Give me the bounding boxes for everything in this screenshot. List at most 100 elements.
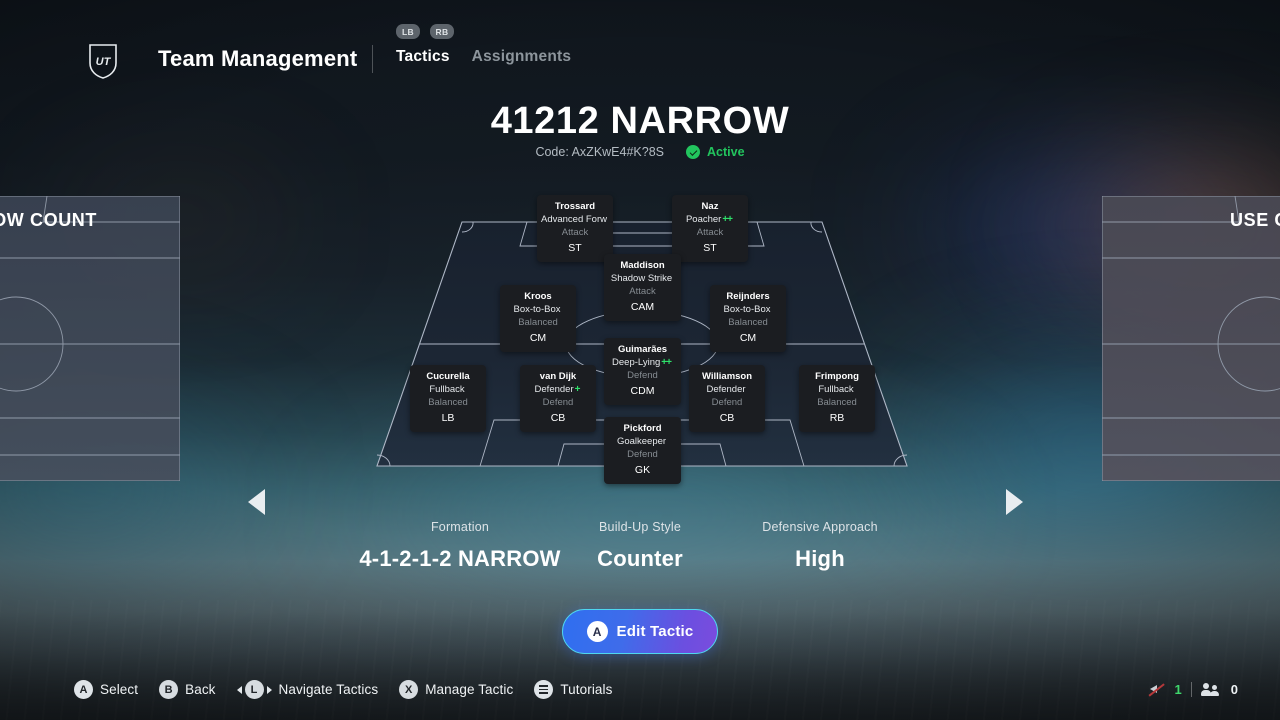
player-position: CAM xyxy=(630,301,655,313)
player-name: Pickford xyxy=(623,423,662,434)
bumper-lb-badge: LB xyxy=(396,24,420,39)
hint-manage-tactic[interactable]: X Manage Tactic xyxy=(399,680,513,699)
player-name: van Dijk xyxy=(539,371,577,382)
hint-select[interactable]: A Select xyxy=(74,680,138,699)
summary-formation: Formation 4-1-2-1-2 NARROW xyxy=(340,520,580,572)
player-role: Fullback xyxy=(818,384,854,395)
player-focus: Defend xyxy=(542,397,574,408)
player-focus: Balanced xyxy=(728,317,768,328)
status-divider xyxy=(1190,682,1192,697)
chevron-left-icon xyxy=(236,685,242,694)
summary-buildup-label: Build-Up Style xyxy=(599,520,681,534)
player-name: Williamson xyxy=(701,371,753,382)
player-name: Kroos xyxy=(524,291,552,302)
tactic-meta: Code: AxZKwE4#K?8S Active xyxy=(0,145,1280,159)
summary-buildup: Build-Up Style Counter xyxy=(540,520,740,572)
player-role: Goalkeeper xyxy=(616,436,667,447)
player-role-row: Fullback xyxy=(800,383,872,396)
check-circle-icon xyxy=(686,145,700,159)
edit-tactic-button[interactable]: A Edit Tactic xyxy=(562,609,718,654)
footer-bar: A Select B Back L Navigate Tactics X Man… xyxy=(0,664,1280,720)
nav-divider xyxy=(372,45,373,73)
svg-text:UT: UT xyxy=(96,56,112,68)
button-a-icon: A xyxy=(586,621,608,642)
button-b-icon: B xyxy=(159,680,179,699)
status-label: Active xyxy=(707,145,745,159)
player-role-row: Poacher++ xyxy=(673,213,745,226)
chevron-right-icon[interactable] xyxy=(1006,489,1023,515)
player-role: Box-to-Box xyxy=(723,304,771,315)
player-position: CDM xyxy=(630,385,655,397)
player-name: Cucurella xyxy=(426,371,470,382)
people-count: 0 xyxy=(1230,682,1238,697)
player-role: Deep-Lying xyxy=(612,357,661,368)
people-icon xyxy=(1200,682,1222,697)
tab-tactics[interactable]: Tactics xyxy=(396,48,450,65)
bumper-rb-badge: RB xyxy=(430,24,454,39)
player-name: Maddison xyxy=(620,260,665,271)
top-navigation-bar: UT Team Management LB RB Tactics Assignm… xyxy=(0,0,1280,92)
summary-defense-label: Defensive Approach xyxy=(762,520,878,534)
player-role-row: Defender+ xyxy=(521,383,593,396)
player-focus: Balanced xyxy=(428,397,468,408)
player-name: Guimarães xyxy=(617,344,668,355)
pitch-preview-next[interactable] xyxy=(1102,196,1280,481)
stick-button-icon: L xyxy=(244,680,264,699)
tactic-code: Code: AxZKwE4#K?8S xyxy=(535,145,664,159)
player-role-row: Shadow Strike xyxy=(605,272,678,285)
player-focus: Attack xyxy=(696,227,724,238)
player-role: Advanced Forw xyxy=(540,214,607,225)
button-x-icon: X xyxy=(399,680,419,699)
player-role-row: Goalkeeper xyxy=(605,435,678,448)
summary-defense-value: High xyxy=(795,546,845,571)
hint-navigate-label: Navigate Tactics xyxy=(278,682,379,697)
hint-navigate-tactics[interactable]: L Navigate Tactics xyxy=(236,680,379,699)
player-name: Reijnders xyxy=(726,291,770,302)
footer-hints: A Select B Back L Navigate Tactics X Man… xyxy=(74,680,612,699)
hint-tutorials[interactable]: Tutorials xyxy=(534,680,612,699)
player-name: Frimpong xyxy=(815,371,859,382)
player-position: GK xyxy=(634,464,651,476)
pitch-preview-previous[interactable] xyxy=(0,196,180,481)
button-a-icon: A xyxy=(74,680,93,699)
bumper-hints: LB RB xyxy=(396,24,454,39)
player-focus: Defend xyxy=(711,397,743,408)
tactic-name: 41212 NARROW xyxy=(490,100,790,142)
player-focus: Balanced xyxy=(518,317,558,328)
hint-back[interactable]: B Back xyxy=(159,680,215,699)
player-focus: Attack xyxy=(561,227,589,238)
player-position: RB xyxy=(829,412,845,424)
summary-defense: Defensive Approach High xyxy=(720,520,920,572)
footer-status: 1 0 xyxy=(1147,680,1238,699)
player-focus: Defend xyxy=(627,449,658,460)
player-focus: Defend xyxy=(627,370,658,381)
chevron-right-icon xyxy=(266,685,272,694)
player-role: Defender xyxy=(706,384,746,395)
tab-assignments[interactable]: Assignments xyxy=(471,48,572,65)
ultimate-team-crest-icon: UT xyxy=(89,44,117,79)
chevron-left-icon[interactable] xyxy=(248,489,265,515)
player-role-row: Advanced Forw xyxy=(538,213,610,226)
role-upgrade-icon: ++ xyxy=(722,214,733,225)
player-name: Naz xyxy=(701,201,719,212)
player-position: CM xyxy=(529,332,547,344)
hint-back-label: Back xyxy=(185,682,216,697)
player-position: ST xyxy=(568,242,582,254)
left-stick-icon: L xyxy=(236,680,272,699)
speaker-muted-icon[interactable] xyxy=(1147,680,1166,699)
menu-icon xyxy=(534,680,554,699)
player-role: Shadow Strike xyxy=(610,273,673,284)
player-role-row: Fullback xyxy=(411,383,483,396)
